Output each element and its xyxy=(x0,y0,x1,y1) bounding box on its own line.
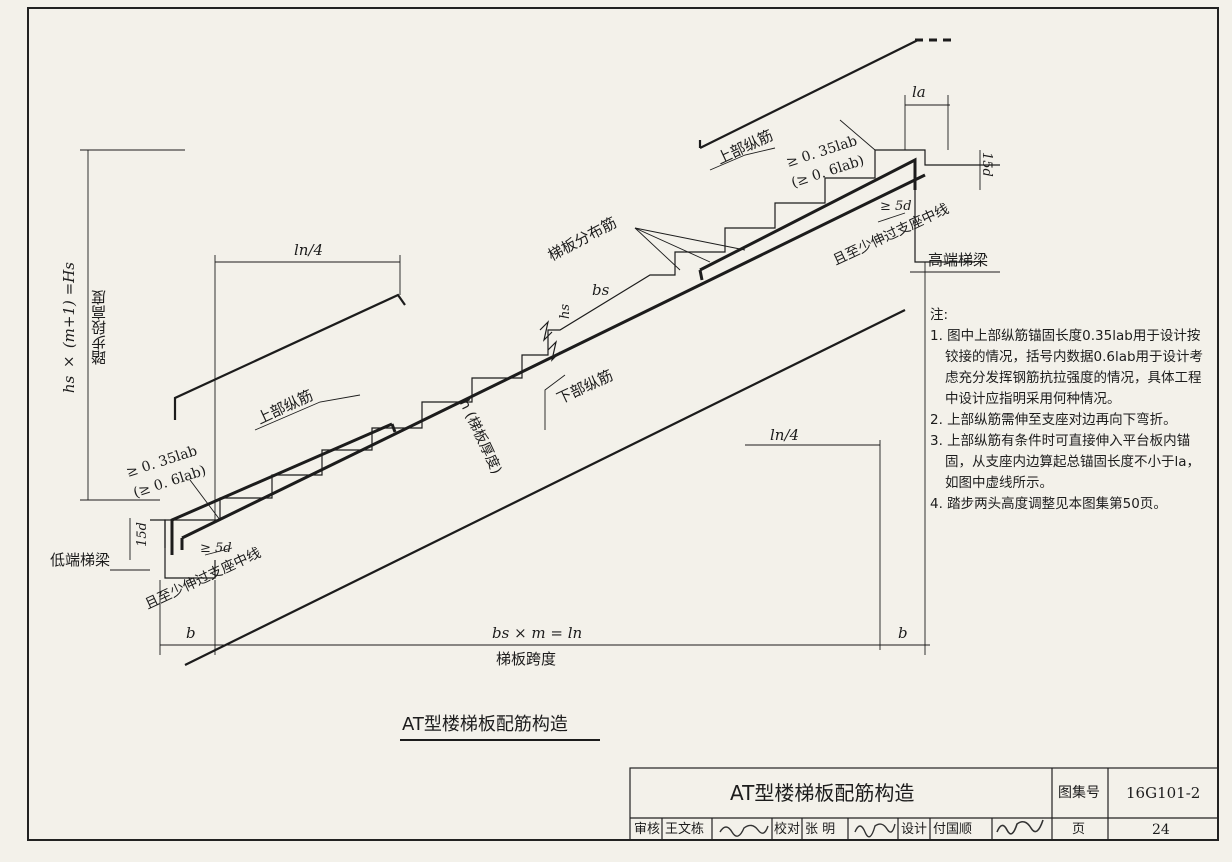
notes-block: 注: 1. 图中上部纵筋锚固长度0.35lab用于设计按铰接的情况，括号内数据0… xyxy=(930,305,1205,515)
low-beam-label: 低端梯梁 xyxy=(50,551,111,569)
high-beam-outline xyxy=(914,165,975,263)
slab-top-left xyxy=(173,293,406,420)
notes-title: 注: xyxy=(930,307,949,323)
ln4-right-label: ln/4 xyxy=(770,426,800,444)
rise-label: 踏步段高度 xyxy=(90,290,108,365)
support-width-right: b xyxy=(898,624,908,642)
reviewer-label: 审核 xyxy=(634,822,661,837)
drawing-caption: AT型楼梯板配筋构造 xyxy=(402,714,568,735)
note-item: 2. 上部纵筋需伸至支座对边再向下弯折。 xyxy=(930,412,1177,428)
leaders xyxy=(110,147,1000,571)
hook-left-label: 15d xyxy=(135,522,150,547)
step-height-label: hs xyxy=(558,303,574,320)
rise-formula: hs × (m+1) =Hs xyxy=(60,262,78,394)
ln4-left-label: ln/4 xyxy=(294,241,324,259)
break-symbol xyxy=(539,320,553,342)
atlas-no-label: 图集号 xyxy=(1058,785,1100,801)
upper-rebar-right-start xyxy=(698,269,704,281)
note-item: 3. 上部纵筋有条件时可直接伸入平台板内锚固，从支座内边算起总锚固长度不小于la… xyxy=(930,433,1201,491)
checker-name: 张 明 xyxy=(805,822,836,837)
high-beam-label: 高端梯梁 xyxy=(928,251,989,269)
page-number: 24 xyxy=(1152,822,1170,838)
atlas-no: 16G101-2 xyxy=(1126,784,1201,802)
page-label: 页 xyxy=(1072,822,1086,837)
reviewer-name: 王文栋 xyxy=(665,822,705,837)
note-item: 4. 踏步两头高度调整见本图集第50页。 xyxy=(930,496,1167,512)
hook-right-label: 15d xyxy=(979,152,994,177)
min5d-left-label: ≥ 5d xyxy=(200,541,232,556)
la-label: la xyxy=(912,83,926,101)
title-block-title: AT型楼梯板配筋构造 xyxy=(730,781,915,805)
low-beam-outline xyxy=(150,519,216,579)
designer-signature xyxy=(996,819,1044,835)
stair-drawing xyxy=(80,38,1000,741)
title-block xyxy=(629,767,1219,841)
step-profile xyxy=(164,149,1000,548)
dimensions xyxy=(80,95,981,655)
slab-top-right xyxy=(699,39,919,149)
break-symbol-2 xyxy=(547,340,561,362)
designer-name: 付国顺 xyxy=(933,822,973,837)
slab-bottom-line xyxy=(184,309,906,666)
support-width-left: b xyxy=(186,624,196,642)
checker-label: 校对 xyxy=(774,822,801,837)
span-label: 梯板跨度 xyxy=(496,650,557,668)
upper-rebar-left xyxy=(170,422,393,555)
reviewer-signature xyxy=(719,824,769,837)
designer-label: 设计 xyxy=(901,822,928,837)
lower-rebar xyxy=(181,173,926,540)
step-width-label: bs xyxy=(592,281,610,299)
note-item: 1. 图中上部纵筋锚固长度0.35lab用于设计按铰接的情况，括号内数据0.6l… xyxy=(930,328,1204,407)
upper-rebar-right xyxy=(699,157,917,272)
upper-rebar-left-end xyxy=(390,423,397,433)
min5d-right-label: ≥ 5d xyxy=(880,199,912,214)
checker-signature xyxy=(854,823,896,838)
span-formula: bs × m = ln xyxy=(492,624,583,642)
sheet-border xyxy=(27,7,1219,841)
